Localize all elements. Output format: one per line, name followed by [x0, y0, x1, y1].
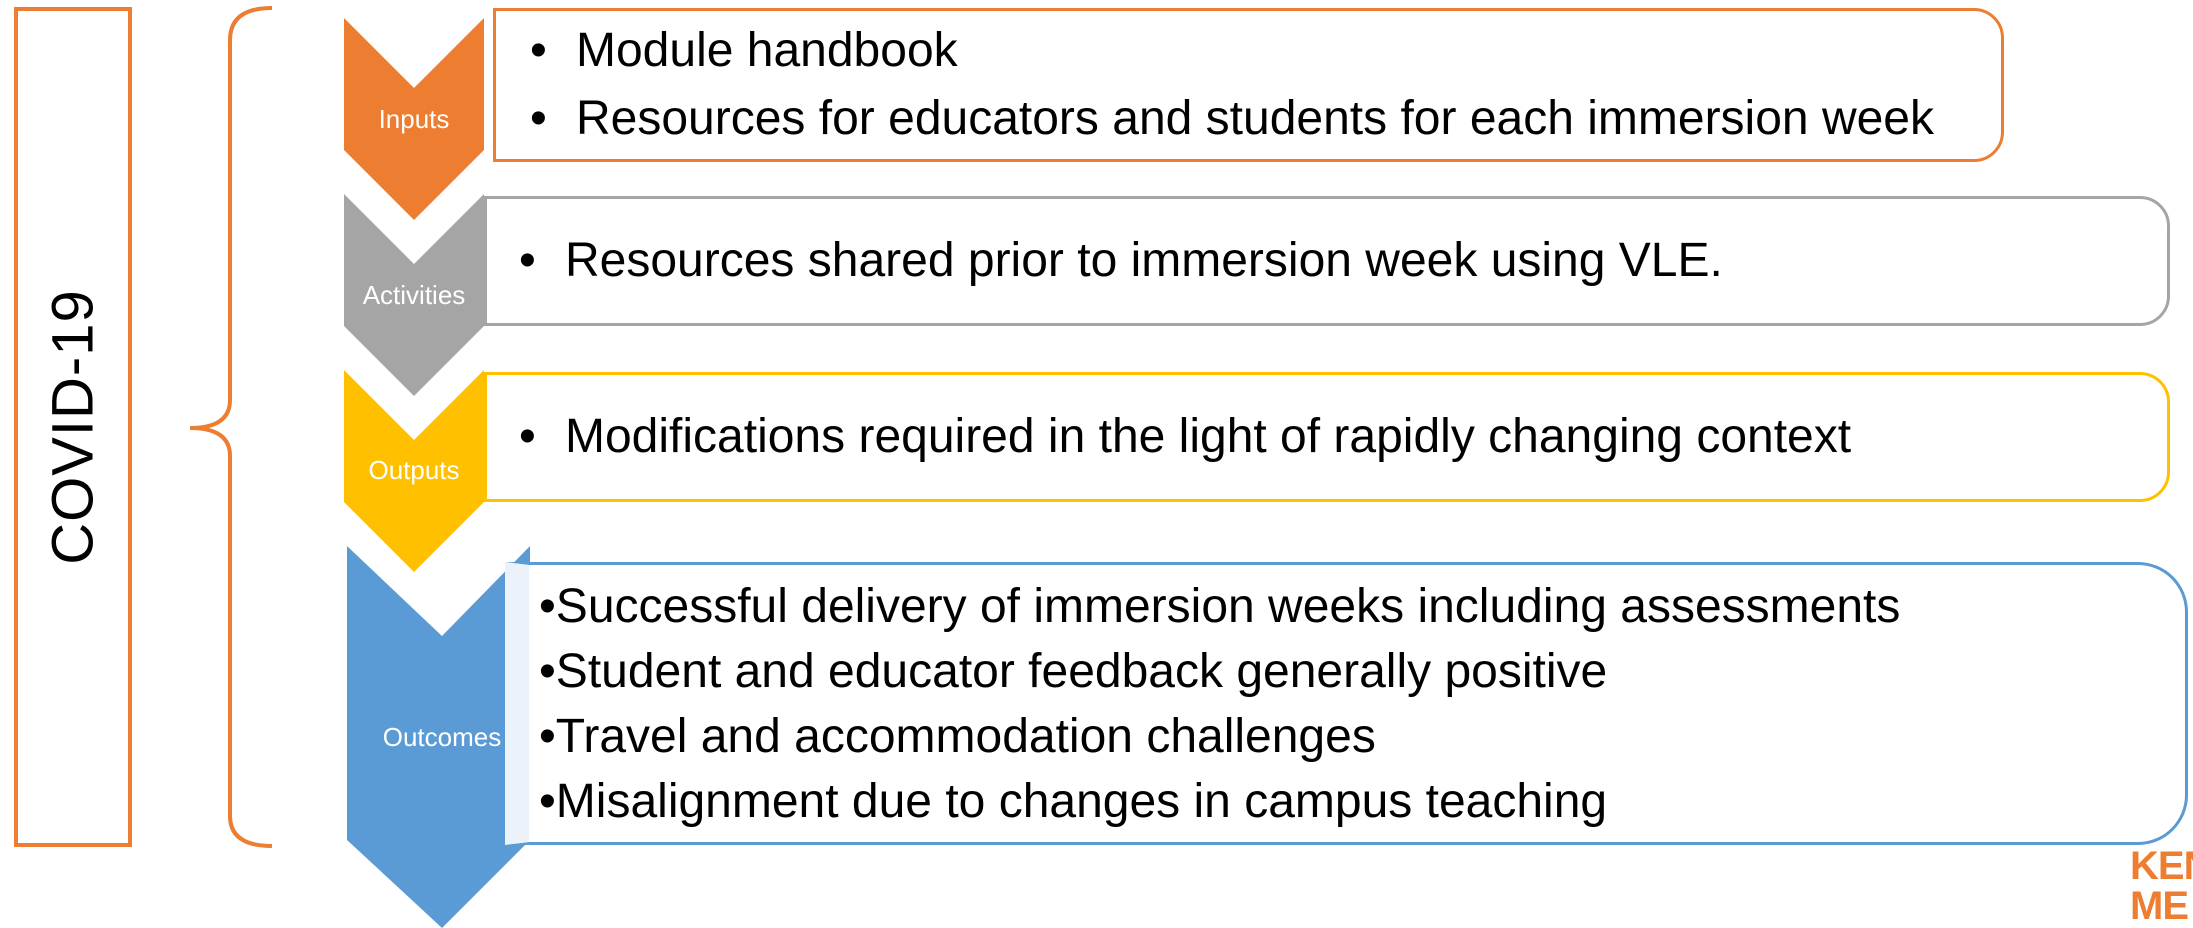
outputs-label: Outputs — [368, 455, 460, 485]
curly-brace — [189, 6, 273, 848]
inputs-box: •Module handbook •Resources for educator… — [493, 8, 2004, 162]
outcomes-item: •Student and educator feedback generally… — [539, 644, 1608, 698]
inputs-item: •Resources for educators and students fo… — [530, 92, 1934, 145]
covid-19-box — [14, 7, 132, 847]
outcomes-chevron — [347, 546, 530, 928]
university-logo: KEN ME — [2130, 846, 2193, 928]
activities-label: Activities — [362, 280, 466, 310]
outputs-chevron — [344, 370, 484, 572]
outputs-box: •Modifications required in the light of … — [484, 372, 2170, 502]
outputs-item: •Modifications required in the light of … — [519, 410, 1852, 463]
outcomes-item: •Successful delivery of immersion weeks … — [539, 579, 1901, 633]
outcomes-item: •Misalignment due to changes in campus t… — [539, 774, 1608, 828]
inputs-item: •Module handbook — [530, 24, 958, 77]
activities-item: •Resources shared prior to immersion wee… — [519, 234, 1723, 287]
activities-chevron — [344, 194, 484, 396]
activities-box: •Resources shared prior to immersion wee… — [484, 196, 2170, 326]
outcomes-label: Outcomes — [382, 722, 502, 752]
inputs-label: Inputs — [378, 104, 450, 134]
outcomes-item: •Travel and accommodation challenges — [539, 709, 1376, 763]
inputs-chevron — [344, 18, 484, 220]
outcomes-box: •Successful delivery of immersion weeks … — [505, 562, 2188, 845]
stage-chevrons — [344, 18, 530, 928]
